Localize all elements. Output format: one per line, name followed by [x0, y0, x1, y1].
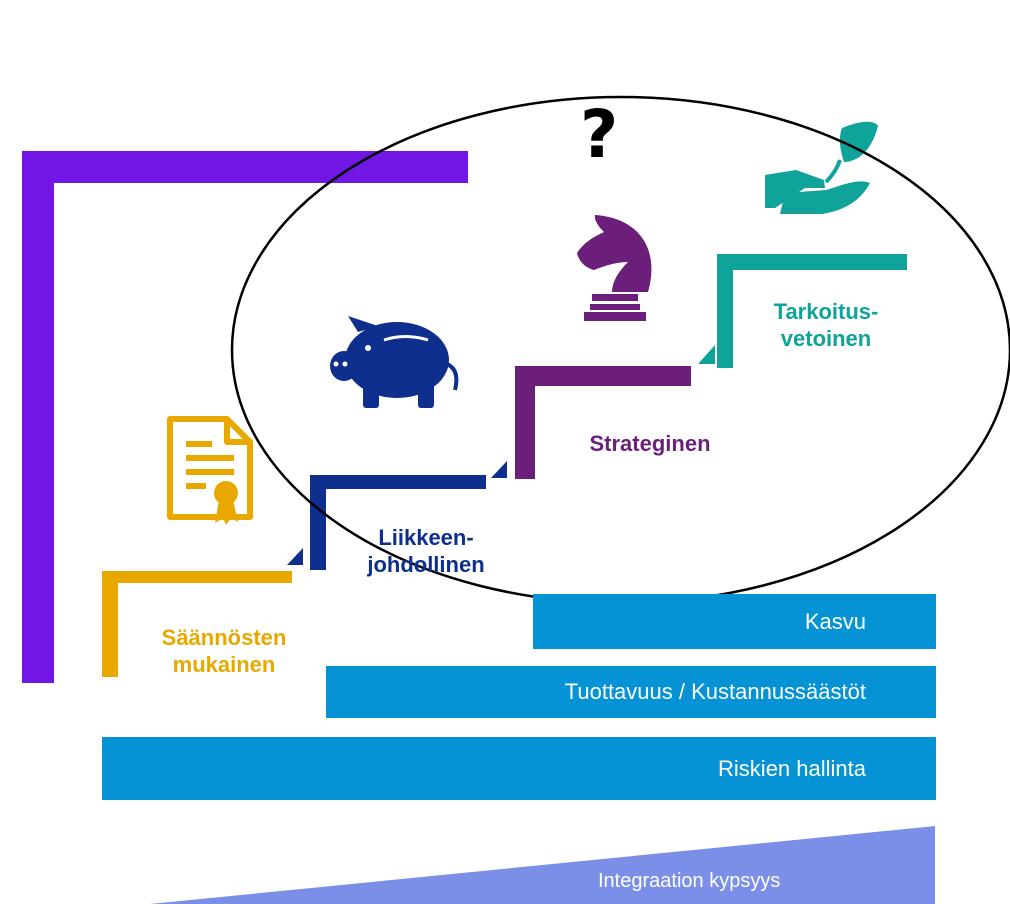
hand-with-seedling-icon — [765, 121, 878, 214]
outer-frame — [22, 151, 468, 683]
bar-kasvu: Kasvu — [533, 594, 936, 649]
step-liikkeenjohdollinen — [310, 461, 507, 570]
certificate-document-icon — [167, 416, 253, 525]
label-line: mukainen — [172, 652, 276, 677]
step-strateginen — [515, 345, 715, 479]
step-sannosten — [102, 548, 303, 677]
step-arrow-2 — [491, 461, 507, 478]
question-mark: ? — [580, 96, 619, 173]
label-line: Liikkeen- — [378, 525, 474, 550]
label-line: Strateginen — [589, 431, 711, 456]
label-strateginen: Strateginen — [560, 430, 740, 457]
ramp-label: Integraation kypsyys — [598, 870, 781, 892]
label-tarkoitusvetoinen: Tarkoitus- vetoinen — [736, 298, 916, 352]
piggy-bank-icon — [330, 316, 459, 408]
step-arrow-1 — [287, 548, 303, 565]
label-line: vetoinen — [780, 326, 872, 351]
bar-tuottavuus: Tuottavuus / Kustannussäästöt — [326, 666, 936, 718]
label-sannosten-mukainen: Säännösten mukainen — [138, 624, 310, 678]
label-line: johdollinen — [367, 552, 485, 577]
label-line: Säännösten — [161, 625, 287, 650]
step-arrow-3 — [698, 345, 715, 364]
maturity-ramp — [150, 826, 935, 904]
bar-riskien-hallinta: Riskien hallinta — [102, 737, 936, 800]
label-liikkeenjohdollinen: Liikkeen- johdollinen — [338, 524, 514, 578]
chess-knight-icon — [577, 215, 652, 321]
step-tarkoitusvetoinen — [717, 254, 907, 368]
label-line: Tarkoitus- — [773, 299, 879, 324]
